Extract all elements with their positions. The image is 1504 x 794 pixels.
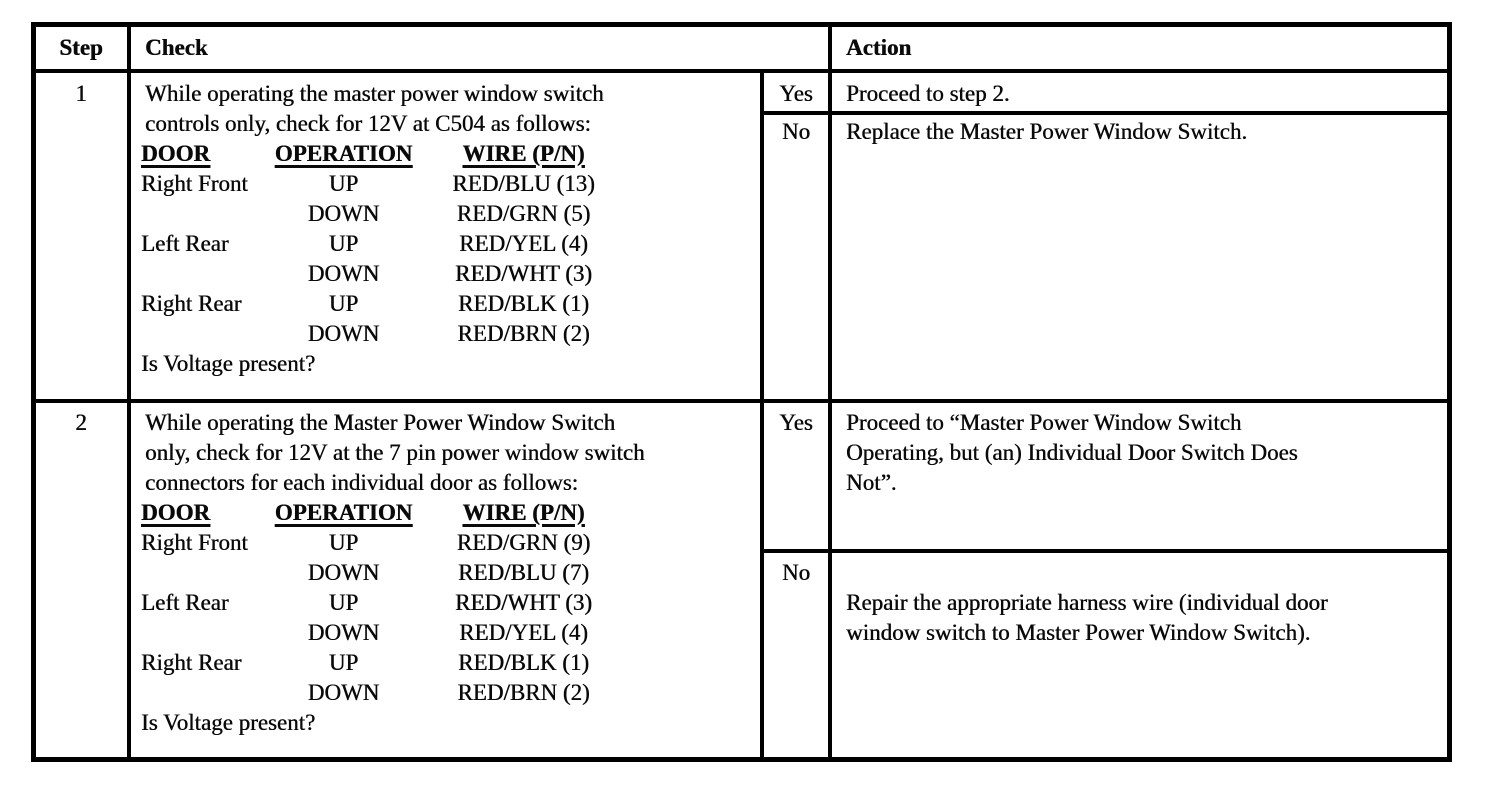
wire-row: DOWN RED/WHT (3) (141, 259, 631, 289)
wire-pn: RED/YEL (4) (459, 620, 588, 645)
wire-operation: UP (328, 530, 359, 555)
action-no-line: window switch to Master Power Window Swi… (846, 620, 1311, 645)
wire-row: Left Rear UP RED/WHT (3) (141, 588, 631, 618)
wire-door: Right Rear (141, 291, 242, 316)
wire-col-header-door: DOOR (141, 500, 210, 525)
check-yesno-divider (760, 69, 764, 762)
wire-row: DOWN RED/GRN (5) (141, 199, 631, 229)
check-intro-line: While operating the master power window … (145, 81, 604, 106)
wire-operation: DOWN (307, 680, 380, 705)
wire-row: Left Rear UP RED/YEL (4) (141, 229, 631, 259)
action-yes-line: Proceed to step 2. (846, 81, 1010, 106)
wire-operation: DOWN (307, 201, 380, 226)
wire-pn: RED/GRN (5) (456, 201, 591, 226)
column-header-check: Check (145, 35, 208, 60)
action-no-line: Replace the Master Power Window Switch. (846, 119, 1248, 144)
wire-col-header-wire: WIRE (P/N) (462, 141, 585, 166)
step-number: 1 (75, 81, 87, 106)
step-check-divider (127, 22, 131, 762)
wire-row: DOWN RED/YEL (4) (141, 618, 631, 648)
wire-col-header-operation: OPERATION (274, 141, 413, 166)
step-number: 2 (75, 410, 87, 435)
table-border-header-bottom (31, 69, 1452, 73)
wire-row: Right Rear UP RED/BLK (1) (141, 289, 631, 319)
wire-row: DOWN RED/BRN (2) (141, 678, 631, 708)
wire-door (141, 558, 271, 588)
wire-door: Left Rear (141, 590, 229, 615)
wire-door (141, 259, 271, 289)
wire-pn: RED/BRN (2) (457, 321, 590, 346)
wire-door (141, 319, 271, 349)
wire-door: Right Rear (141, 650, 242, 675)
wire-operation: UP (328, 231, 359, 256)
wire-pn: RED/BLK (1) (458, 291, 589, 316)
wire-row: Right Front UP RED/BLU (13) (141, 169, 631, 199)
action-yes-line: Not”. (846, 470, 897, 495)
yes-label: Yes (779, 81, 813, 106)
check-intro-line: While operating the Master Power Window … (145, 410, 616, 435)
no-label: No (781, 560, 811, 585)
action-no-line: Repair the appropriate harness wire (ind… (846, 590, 1328, 615)
wire-pn: RED/BRN (2) (457, 680, 590, 705)
wire-operation: DOWN (307, 261, 380, 286)
row1-yes-no-divider (760, 111, 1452, 115)
wire-operation: UP (328, 171, 359, 196)
wire-pn: RED/YEL (4) (459, 231, 588, 256)
table-border-left (31, 22, 36, 762)
wire-pn: RED/BLU (7) (458, 560, 589, 585)
wire-row: Right Front UP RED/GRN (9) (141, 528, 631, 558)
column-header-action: Action (846, 35, 912, 60)
wire-row: DOWN RED/BLU (7) (141, 558, 631, 588)
wire-col-header-door: DOOR (141, 141, 210, 166)
wire-col-header-wire: WIRE (P/N) (462, 500, 585, 525)
check-intro-line: controls only, check for 12V at C504 as … (145, 111, 591, 136)
wire-door (141, 678, 271, 708)
wire-row: Right Rear UP RED/BLK (1) (141, 648, 631, 678)
check-question: Is Voltage present? (141, 351, 316, 376)
wire-door: Right Front (141, 171, 248, 196)
wire-pn: RED/BLU (13) (452, 171, 595, 196)
action-yes-line: Proceed to “Master Power Window Switch (846, 410, 1242, 435)
wire-col-header-operation: OPERATION (274, 500, 413, 525)
row1-row2-divider (31, 399, 1452, 403)
wire-pn: RED/WHT (3) (455, 261, 592, 286)
table-border-right (1447, 22, 1452, 762)
wire-operation: UP (328, 291, 359, 316)
column-header-step: Step (59, 35, 103, 60)
wire-door (141, 199, 271, 229)
no-label: No (781, 119, 811, 144)
table-border-top (31, 22, 1452, 27)
wire-operation: DOWN (307, 560, 380, 585)
wire-operation: UP (328, 590, 359, 615)
check-question: Is Voltage present? (141, 710, 316, 735)
wire-door (141, 618, 271, 648)
row2-yes-no-divider (760, 549, 1452, 553)
wire-pn: RED/WHT (3) (455, 590, 592, 615)
wire-operation: UP (328, 650, 359, 675)
action-yes-line: Operating, but (an) Individual Door Swit… (846, 440, 1298, 465)
wire-operation: DOWN (307, 321, 380, 346)
wire-pn: RED/BLK (1) (458, 650, 589, 675)
wire-table-header-row: DOOR OPERATION WIRE (P/N) (141, 139, 631, 169)
table-border-bottom (31, 757, 1452, 762)
check-intro-line: connectors for each individual door as f… (145, 470, 579, 495)
wire-door: Right Front (141, 530, 248, 555)
yesno-action-divider (828, 22, 832, 762)
wire-pn: RED/GRN (9) (456, 530, 591, 555)
yes-label: Yes (779, 410, 813, 435)
wire-table-header-row: DOOR OPERATION WIRE (P/N) (141, 498, 631, 528)
wire-door: Left Rear (141, 231, 229, 256)
check-intro-line: only, check for 12V at the 7 pin power w… (145, 440, 645, 465)
wire-row: DOWN RED/BRN (2) (141, 319, 631, 349)
wire-operation: DOWN (307, 620, 380, 645)
